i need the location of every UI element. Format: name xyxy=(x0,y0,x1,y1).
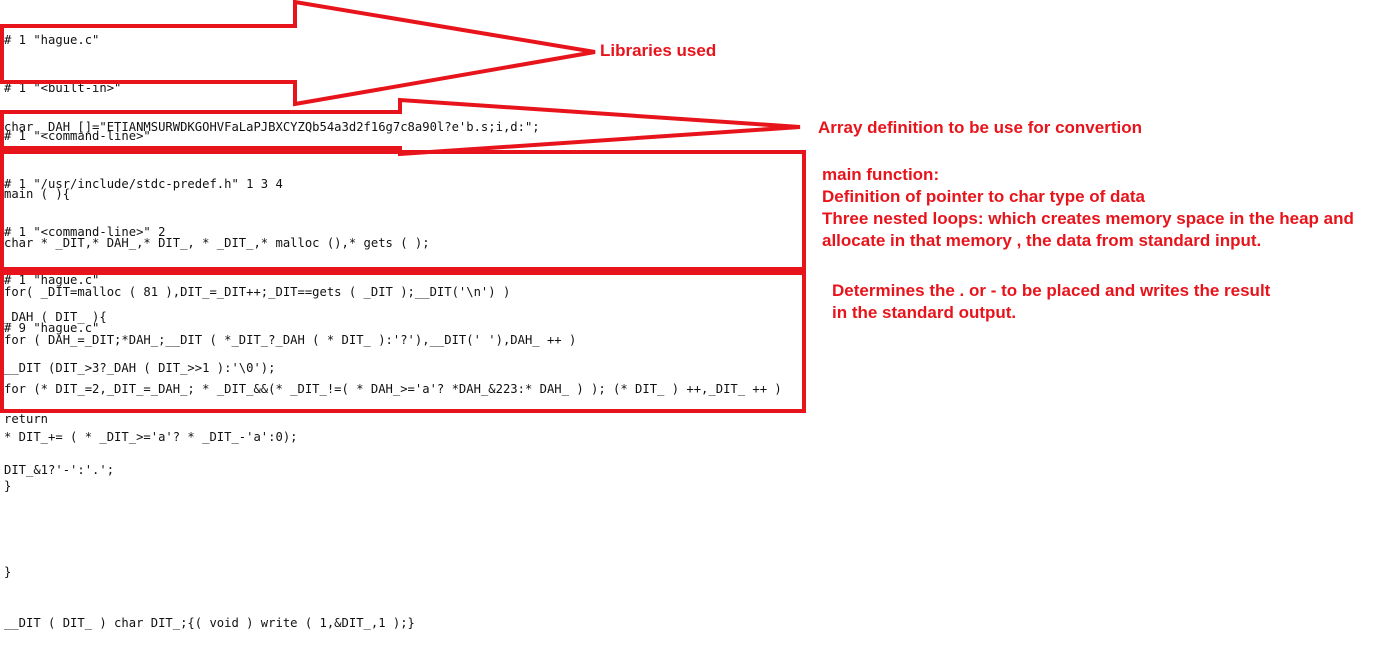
code-line: for( _DIT=malloc ( 81 ),DIT_=_DIT++;_DIT… xyxy=(4,284,511,299)
array-annotation: Array definition to be use for convertio… xyxy=(818,118,1142,137)
main-function-box xyxy=(0,150,806,271)
code-line: # 1 "<command-line>" xyxy=(4,129,151,143)
output-annotation: Determines the . or - to be placed and w… xyxy=(832,280,1270,324)
code-line: _DAH ( DIT_ ){ xyxy=(4,310,107,324)
code-line: char * _DIT,* DAH_,* DIT_, * _DIT_,* mal… xyxy=(4,236,430,250)
preprocessor-code: # 1 "hague.c" # 1 "<built-in>" # 1 "<com… xyxy=(4,0,283,335)
libraries-arrow xyxy=(0,0,596,107)
code-line xyxy=(4,513,415,530)
annotation-shapes xyxy=(0,0,806,413)
code-line: # 1 "hague.c" xyxy=(4,33,100,47)
code-line: # 1 "hague.c" xyxy=(4,273,100,287)
annotation-line: allocate in that memory , the data from … xyxy=(822,231,1262,250)
array-arrow xyxy=(0,97,801,157)
annotation-line: Definition of pointer to char type of da… xyxy=(822,187,1145,206)
output-function-box xyxy=(0,271,806,413)
code-line: for (* DIT_=2,_DIT_=_DAH_; * _DIT_&&(* _… xyxy=(4,381,782,396)
code-line: DIT_&1?'-':'.'; xyxy=(4,463,115,477)
code-line: # 1 "<built-in>" xyxy=(4,81,122,95)
annotation-line: main function: xyxy=(822,165,940,184)
code-line: # 1 "/usr/include/stdc-predef.h" 1 3 4 xyxy=(4,177,283,191)
annotation-line: Determines the . or - to be placed and w… xyxy=(832,281,1271,300)
libraries-annotation: Libraries used xyxy=(600,41,717,60)
code-line: for ( DAH_=_DIT;*DAH_;__DIT ( *_DIT_?_DA… xyxy=(4,333,577,348)
main-annotation: main function: Definition of pointer to … xyxy=(822,164,1354,252)
array-definition-code: char _DAH_[]="ETIANMSURWDKGOHVFaLaPJBXCY… xyxy=(4,120,540,134)
code-line: __DIT (DIT_>3?_DAH ( DIT_>>1 ):'\0'); xyxy=(4,361,276,375)
code-line: return xyxy=(4,412,49,426)
code-line: * DIT_+= ( * _DIT_>='a'? * _DIT_-'a':0); xyxy=(4,430,298,445)
code-line: } xyxy=(4,565,12,579)
code-line: # 1 "<command-line>" 2 xyxy=(4,225,166,239)
annotation-line: Three nested loops: which creates memory… xyxy=(822,209,1354,228)
code-line: main ( ){ xyxy=(4,187,71,202)
annotation-line: in the standard output. xyxy=(832,303,1017,322)
code-line: } xyxy=(4,478,12,493)
code-line: __DIT ( DIT_ ) char DIT_;{( void ) write… xyxy=(4,616,415,630)
code-line: # 9 "hague.c" xyxy=(4,321,100,335)
